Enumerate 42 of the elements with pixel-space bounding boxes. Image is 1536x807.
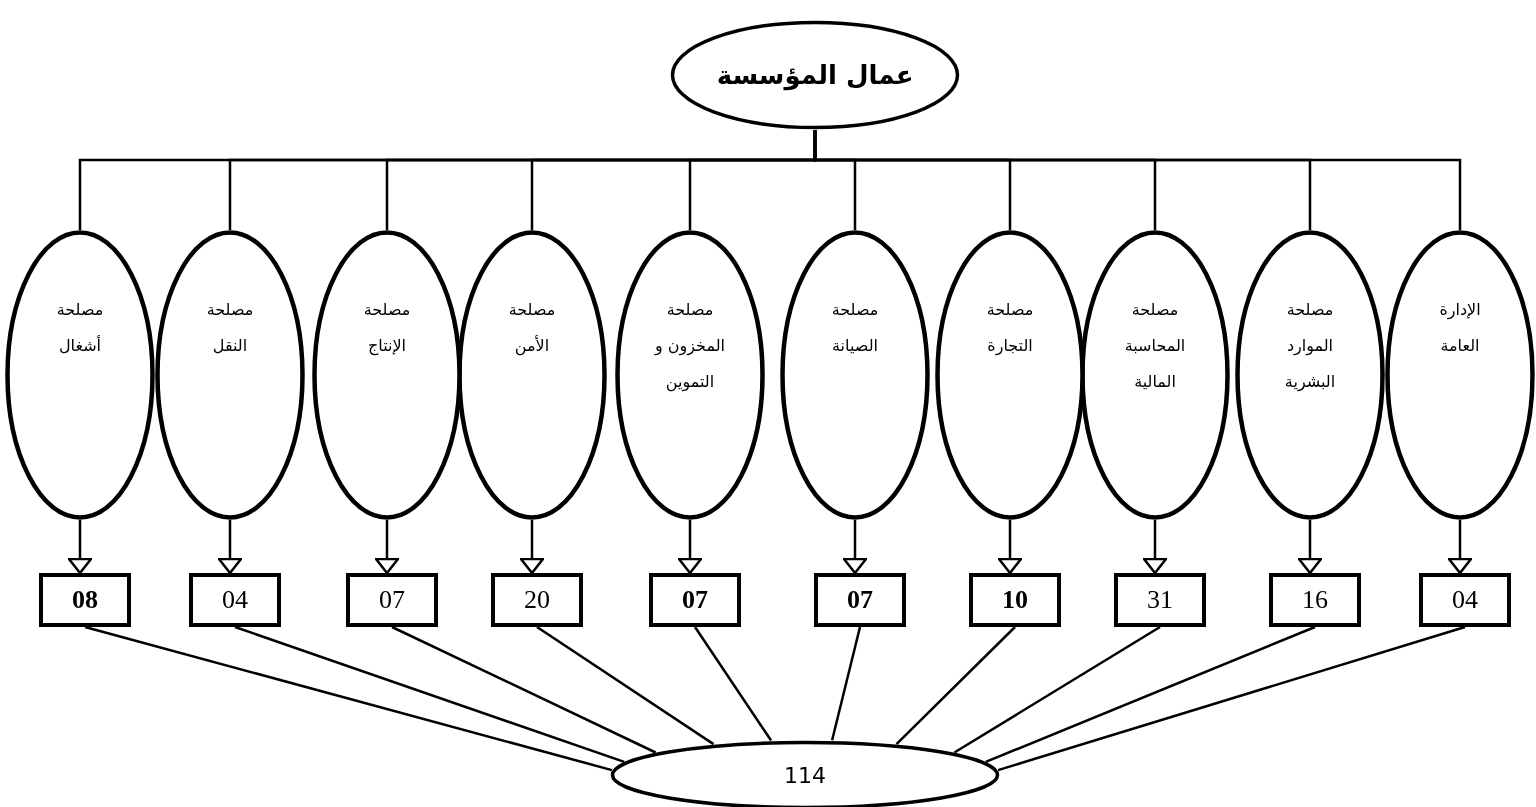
connector-line — [536, 625, 715, 746]
connector-line — [953, 625, 1161, 754]
arrow — [997, 520, 1023, 575]
count-box: 07 — [346, 573, 438, 627]
arrow — [1447, 520, 1473, 575]
connector-line — [78, 130, 817, 230]
arrow — [67, 520, 93, 575]
count-box: 16 — [1269, 573, 1361, 627]
connector-line — [830, 626, 862, 741]
count-box: 04 — [1419, 573, 1511, 627]
connector-line — [84, 625, 613, 772]
count-box: 07 — [814, 573, 906, 627]
department-oval: الإدارة العامة — [1385, 230, 1535, 520]
department-oval: مصلحة المحاسبة المالية — [1080, 230, 1230, 520]
arrow — [374, 520, 400, 575]
count-box: 10 — [969, 573, 1061, 627]
connector-line — [693, 626, 773, 742]
count-box: 08 — [39, 573, 131, 627]
arrow — [842, 520, 868, 575]
department-oval: مصلحة الموارد البشرية — [1235, 230, 1385, 520]
connector-line — [234, 625, 625, 764]
department-oval: مصلحة الأمن — [457, 230, 607, 520]
count-box: 07 — [649, 573, 741, 627]
department-oval: مصلحة المخزون و التموين — [615, 230, 765, 520]
arrow — [519, 520, 545, 575]
connector-line — [997, 625, 1466, 772]
count-box: 20 — [491, 573, 583, 627]
department-oval: مصلحة النقل — [155, 230, 305, 520]
count-box: 31 — [1114, 573, 1206, 627]
arrow — [677, 520, 703, 575]
arrow — [217, 520, 243, 575]
arrow — [1297, 520, 1323, 575]
department-oval: مصلحة الإنتاج — [312, 230, 462, 520]
title-ellipse: عمال المؤسسة — [670, 20, 960, 130]
department-oval: مصلحة التجارة — [935, 230, 1085, 520]
arrow — [1142, 520, 1168, 575]
department-oval: مصلحة الصيانة — [780, 230, 930, 520]
count-box: 04 — [189, 573, 281, 627]
connector-line — [391, 625, 657, 754]
connector-line — [985, 625, 1316, 764]
department-oval: مصلحة أشغال — [5, 230, 155, 520]
connector-line — [895, 626, 1016, 745]
